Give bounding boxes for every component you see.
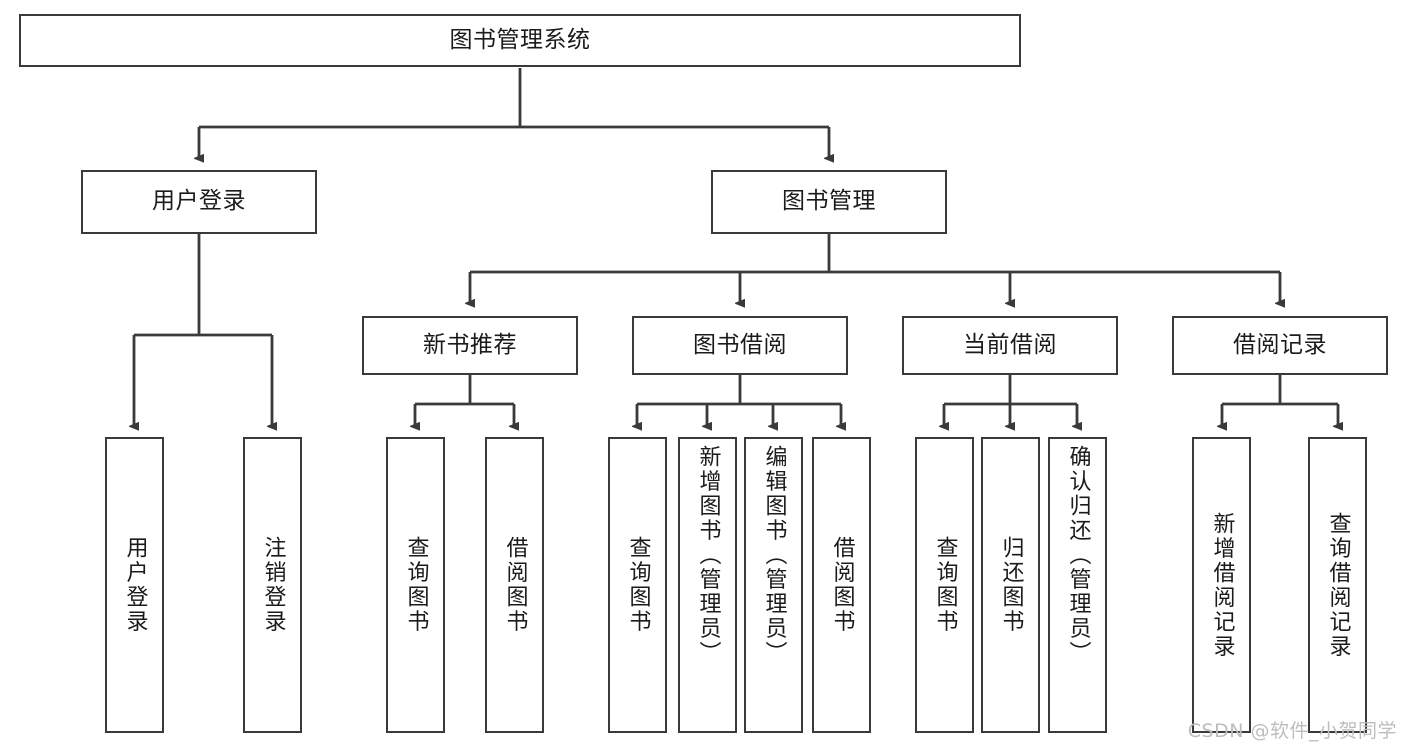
- node-label: 确认归还（管理员）: [1065, 445, 1091, 666]
- node-label: 当前借阅: [963, 331, 1057, 358]
- node-label: 图书管理系统: [449, 26, 591, 53]
- node-user-login[interactable]: 用户登录: [81, 170, 317, 234]
- node-label: 查询借阅记录: [1325, 511, 1351, 659]
- node-book-management[interactable]: 图书管理: [711, 170, 947, 234]
- node-label: 新增借阅记录: [1209, 511, 1235, 659]
- node-label: 借阅图书: [829, 536, 855, 634]
- leaf-edit-book-admin[interactable]: 编辑图书（管理员）: [744, 437, 803, 733]
- leaf-add-borrow-record[interactable]: 新增借阅记录: [1192, 437, 1251, 733]
- node-label: 查询图书: [932, 536, 958, 634]
- node-label: 图书管理: [782, 188, 876, 215]
- leaf-query-book-borrow[interactable]: 查询图书: [608, 437, 667, 733]
- leaf-query-borrow-record[interactable]: 查询借阅记录: [1308, 437, 1367, 733]
- node-label: 新增图书（管理员）: [695, 445, 721, 666]
- node-label: 借阅记录: [1233, 331, 1327, 358]
- node-label: 用户登录: [122, 536, 148, 634]
- node-label: 归还图书: [998, 536, 1024, 634]
- node-label: 新书推荐: [423, 331, 517, 358]
- node-label: 用户登录: [152, 188, 246, 215]
- leaf-return-book[interactable]: 归还图书: [981, 437, 1040, 733]
- node-label: 借阅图书: [502, 536, 528, 634]
- node-current-borrow[interactable]: 当前借阅: [902, 316, 1118, 375]
- leaf-add-book-admin[interactable]: 新增图书（管理员）: [678, 437, 737, 733]
- leaf-confirm-return-admin[interactable]: 确认归还（管理员）: [1048, 437, 1107, 733]
- node-label: 查询图书: [403, 536, 429, 634]
- node-new-book-recommend[interactable]: 新书推荐: [362, 316, 578, 375]
- leaf-user-login[interactable]: 用户登录: [105, 437, 164, 733]
- leaf-borrow-book-recommend[interactable]: 借阅图书: [485, 437, 544, 733]
- leaf-query-book-recommend[interactable]: 查询图书: [386, 437, 445, 733]
- node-label: 图书借阅: [693, 331, 787, 358]
- leaf-logout-login[interactable]: 注销登录: [243, 437, 302, 733]
- watermark-text: CSDN @软件_小贺同学: [1187, 720, 1397, 742]
- leaf-borrow-book[interactable]: 借阅图书: [812, 437, 871, 733]
- node-label: 注销登录: [260, 536, 286, 634]
- leaf-query-book-current[interactable]: 查询图书: [915, 437, 974, 733]
- node-borrow-record[interactable]: 借阅记录: [1172, 316, 1388, 375]
- node-root-system[interactable]: 图书管理系统: [19, 14, 1021, 67]
- node-book-borrow[interactable]: 图书借阅: [632, 316, 848, 375]
- node-label: 查询图书: [625, 536, 651, 634]
- node-label: 编辑图书（管理员）: [761, 445, 787, 666]
